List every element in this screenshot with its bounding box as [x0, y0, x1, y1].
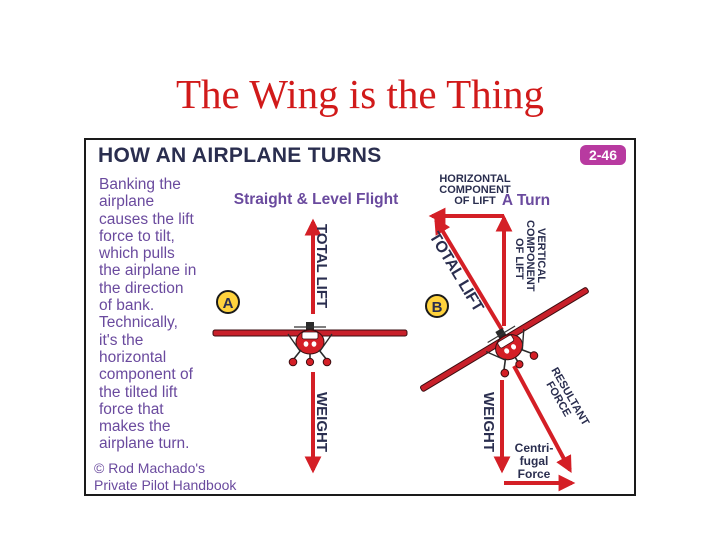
explanation-line: horizontal: [99, 348, 167, 366]
explanation-line: force that: [99, 400, 164, 418]
svg-text:HORIZONTAL: HORIZONTAL: [439, 173, 511, 185]
svg-text:Force: Force: [518, 467, 551, 481]
explanation-line: the airplane in: [99, 262, 197, 280]
horizontal-component-label: HORIZONTAL COMPONENT OF LIFT: [439, 173, 511, 207]
straight-level-caption: Straight & Level Flight: [234, 191, 398, 208]
marker-a-badge: [216, 290, 240, 314]
resultant-force-label: RESULTANT FORCE: [543, 366, 591, 429]
explanation-line: of bank.: [99, 297, 155, 315]
marker-b-badge: [425, 294, 449, 318]
explanation-line: Technically,: [99, 314, 178, 332]
panel-b: A Turn HORIZONTAL COMPONENT OF LIFT VERT…: [414, 173, 606, 492]
slide-title: The Wing is the Thing: [175, 71, 545, 117]
explanation-line: makes the: [99, 418, 171, 436]
explanation-line: airplane turn.: [99, 435, 190, 453]
svg-text:fugal: fugal: [520, 454, 549, 468]
explanation-line: force to tilt,: [99, 227, 175, 245]
centrifugal-force-label: Centri- fugal Force: [515, 441, 554, 481]
credit-line-author: © Rod Machado's: [94, 460, 206, 476]
explanation-text: Banking the airplane causes the lift for…: [99, 176, 227, 453]
svg-text:OF LIFT: OF LIFT: [454, 195, 496, 207]
explanation-line: which pulls: [99, 245, 175, 263]
total-lift-label: TOTAL LIFT: [313, 224, 330, 308]
explanation-line: component of: [99, 366, 193, 384]
resultant-force-arrow: [512, 365, 572, 473]
credit-line-book: Private Pilot Handbook: [94, 477, 237, 493]
weight-label: WEIGHT: [313, 392, 330, 452]
figure-title: HOW AN AIRPLANE TURNS: [98, 144, 382, 167]
explanation-line: the direction: [99, 279, 184, 297]
vertical-component-label: VERTICAL COMPONENT OF LIFT: [513, 220, 547, 292]
panel-a: Straight & Level Flight TOTAL LIFT WEIGH…: [212, 191, 408, 474]
svg-text:OF LIFT: OF LIFT: [513, 238, 525, 280]
turn-diagram-figure: HOW AN AIRPLANE TURNS 2-46 Banking the a…: [84, 138, 636, 496]
explanation-line: it's the: [99, 331, 144, 349]
force-diagram: Straight & Level Flight TOTAL LIFT WEIGH…: [212, 173, 606, 492]
explanation-line: the tilted lift: [99, 383, 178, 401]
explanation-line: airplane: [99, 193, 155, 211]
svg-text:COMPONENT: COMPONENT: [524, 220, 536, 292]
turn-caption: A Turn: [502, 192, 550, 209]
level-airplane: [212, 321, 408, 367]
figure-number-badge: 2-46: [579, 145, 626, 165]
tilted-total-lift-arrow: [434, 217, 504, 332]
turn-weight-label: WEIGHT: [480, 392, 497, 452]
svg-text:VERTICAL: VERTICAL: [535, 228, 547, 283]
svg-text:Centri-: Centri-: [515, 441, 554, 455]
copyright-credit: © Rod Machado's Private Pilot Handbook: [94, 460, 236, 494]
explanation-line: causes the lift: [99, 210, 194, 228]
marker-b-letter: B: [432, 299, 443, 316]
svg-text:COMPONENT: COMPONENT: [439, 184, 511, 196]
marker-a-letter: A: [223, 295, 234, 312]
explanation-line: Banking the: [99, 176, 181, 193]
